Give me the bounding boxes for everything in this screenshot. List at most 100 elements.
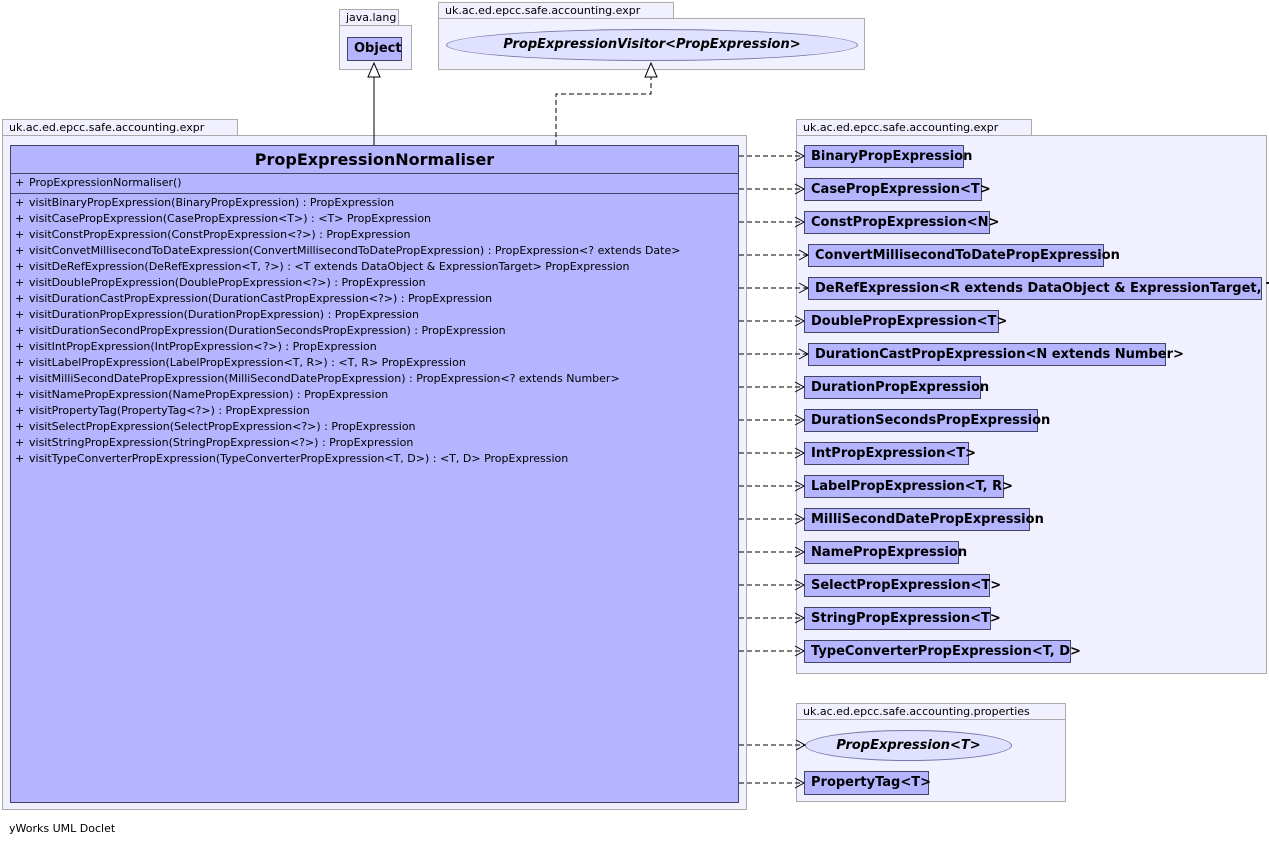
method-signature: visitConstPropExpression(ConstPropExpres… xyxy=(29,228,411,241)
dependency-class[interactable]: TypeConverterPropExpression<T, D> xyxy=(804,640,1081,663)
package-tab-properties: uk.ac.ed.epcc.safe.accounting.properties xyxy=(796,703,1066,720)
dependency-arrow-arrowhead xyxy=(794,447,806,459)
dependency-class[interactable]: IntPropExpression<T> xyxy=(804,442,976,465)
dependency-class[interactable]: NamePropExpression xyxy=(804,541,967,564)
method-signature: visitStringPropExpression(StringPropExpr… xyxy=(29,436,414,449)
visibility-marker: + xyxy=(15,276,25,289)
class-property-tag[interactable]: PropertyTag<T> xyxy=(804,771,931,795)
footer-credit: yWorks UML Doclet xyxy=(9,822,116,835)
dependency-arrow-arrowhead xyxy=(794,216,806,228)
package-tab-java-lang: java.lang xyxy=(339,9,399,26)
dependency-class[interactable]: SelectPropExpression<T> xyxy=(804,574,1001,597)
method-item: +visitMilliSecondDatePropExpression(Mill… xyxy=(15,371,738,387)
visibility-marker: + xyxy=(15,452,25,465)
interface-prop-expression-visitor[interactable]: PropExpressionVisitor<PropExpression> xyxy=(446,29,858,61)
visibility-marker: + xyxy=(15,212,25,225)
dependency-class[interactable]: DurationPropExpression xyxy=(804,376,989,399)
dependency-arrow-arrowhead xyxy=(798,249,810,261)
constructor-signature: PropExpressionNormaliser() xyxy=(29,176,182,189)
dependency-class[interactable]: LabelPropExpression<T, R> xyxy=(804,475,1013,498)
package-tab-expr: uk.ac.ed.epcc.safe.accounting.expr xyxy=(796,119,1032,136)
dependency-arrow-arrowhead xyxy=(794,546,806,558)
method-signature: visitIntPropExpression(IntPropExpression… xyxy=(29,340,377,353)
package-tab-visitor: uk.ac.ed.epcc.safe.accounting.expr xyxy=(438,2,674,19)
dependency-arrow-arrowhead xyxy=(798,282,810,294)
method-signature: visitTypeConverterPropExpression(TypeCon… xyxy=(29,452,569,465)
visibility-marker: + xyxy=(15,436,25,449)
method-signature: visitSelectPropExpression(SelectPropExpr… xyxy=(29,420,416,433)
dependency-arrow-arrowhead xyxy=(794,480,806,492)
method-item: + visitDurationSecondPropExpression(Durat… xyxy=(15,323,738,339)
method-item: + visitCasePropExpression(CasePropExpress… xyxy=(15,211,738,227)
dependency-arrow-arrowhead xyxy=(794,645,806,657)
method-signature: visitDeRefExpression(DeRefExpression<T, … xyxy=(29,260,630,273)
visibility-marker: + xyxy=(15,228,25,241)
dependency-arrow-arrowhead xyxy=(794,183,806,195)
dependency-class[interactable]: ConstPropExpression<N> xyxy=(804,211,999,234)
visibility-marker: + xyxy=(15,260,25,273)
dependency-class[interactable]: DurationCastPropExpression<N extends Num… xyxy=(808,343,1184,366)
dependency-class[interactable]: CasePropExpression<T> xyxy=(804,178,991,201)
constructor-item: + PropExpressionNormaliser() xyxy=(15,175,738,191)
method-signature: visitDurationCastPropExpression(Duration… xyxy=(29,292,493,305)
dependency-arrow-arrowhead xyxy=(794,150,806,162)
method-item: + visitDurationCastPropExpression(Duratio… xyxy=(15,291,738,307)
dependency-arrows xyxy=(739,150,810,789)
interface-prop-expression[interactable]: PropExpression<T> xyxy=(805,730,1012,761)
dependency-class[interactable]: ConvertMillisecondToDatePropExpression xyxy=(808,244,1120,267)
dependency-class[interactable]: DeRefExpression<R extends DataObject & E… xyxy=(808,277,1269,300)
class-prop-expression-normaliser[interactable]: PropExpressionNormaliser + PropExpression… xyxy=(10,145,739,803)
class-title: PropExpressionNormaliser xyxy=(11,146,738,174)
extends-arrowhead xyxy=(367,61,381,78)
method-signature: visitLabelPropExpression(LabelPropExpres… xyxy=(29,356,466,369)
class-object[interactable]: Object xyxy=(347,37,402,61)
method-item: + visitNamePropExpression(NamePropExpress… xyxy=(15,387,738,403)
method-signature: visitDurationPropExpression(DurationProp… xyxy=(29,308,419,321)
visibility-marker: + xyxy=(15,244,25,257)
dependency-arrow-arrowhead xyxy=(794,777,806,789)
dependency-class[interactable]: DoublePropExpression<T> xyxy=(804,310,1007,333)
visibility-marker: + xyxy=(15,388,25,401)
implements-arrowhead xyxy=(644,61,658,78)
method-signature: visitConvetMillisecondToDateExpression(C… xyxy=(29,244,681,257)
visibility-marker: + xyxy=(15,420,25,433)
method-item: + visitPropertyTag(PropertyTag<?>) : Prop… xyxy=(15,403,738,419)
package-tab-main: uk.ac.ed.epcc.safe.accounting.expr xyxy=(2,119,238,136)
constructor-list: + PropExpressionNormaliser() xyxy=(11,174,738,194)
method-item: + visitConvetMillisecondToDateExpression(… xyxy=(15,243,738,259)
visibility-marker: + xyxy=(15,324,25,337)
dependency-arrow-arrowhead xyxy=(794,414,806,426)
dependency-class[interactable]: BinaryPropExpression xyxy=(804,145,972,168)
method-item: + visitDoublePropExpression(DoublePropExp… xyxy=(15,275,738,291)
visibility-marker: + xyxy=(15,404,25,417)
method-item: +visitIntPropExpression(IntPropExpressio… xyxy=(15,339,738,355)
dependency-arrow-arrowhead xyxy=(795,739,807,751)
visibility-marker: + xyxy=(15,308,25,321)
method-signature: visitBinaryPropExpression(BinaryPropExpr… xyxy=(29,196,395,209)
visibility-marker: + xyxy=(15,176,25,189)
method-signature: visitDoublePropExpression(DoublePropExpr… xyxy=(29,276,426,289)
method-signature: visitPropertyTag(PropertyTag<?>) : PropE… xyxy=(29,404,310,417)
dependency-arrow-arrowhead xyxy=(794,381,806,393)
dependency-class[interactable]: StringPropExpression<T> xyxy=(804,607,1001,630)
method-item: + visitLabelPropExpression(LabelPropExpre… xyxy=(15,355,738,371)
dependency-class[interactable]: DurationSecondsPropExpression xyxy=(804,409,1050,432)
dependency-class[interactable]: MilliSecondDatePropExpression xyxy=(804,508,1044,531)
method-signature: visitCasePropExpression(CasePropExpressi… xyxy=(29,212,432,225)
dependency-arrow-arrowhead xyxy=(794,579,806,591)
visibility-marker: + xyxy=(15,292,25,305)
method-list: + visitBinaryPropExpression(BinaryPropExp… xyxy=(11,194,738,469)
method-signature: visitNamePropExpression(NamePropExpressi… xyxy=(29,388,389,401)
implements-line xyxy=(555,77,652,145)
visibility-marker: + xyxy=(15,356,25,369)
dependency-arrow-arrowhead xyxy=(794,513,806,525)
method-item: + visitTypeConverterPropExpression(TypeCo… xyxy=(15,451,738,467)
method-item: + visitBinaryPropExpression(BinaryPropExp… xyxy=(15,195,738,211)
method-item: + visitStringPropExpression(StringPropExp… xyxy=(15,435,738,451)
method-item: + visitConstPropExpression(ConstPropExpre… xyxy=(15,227,738,243)
dependency-arrow-arrowhead xyxy=(794,612,806,624)
method-item: + visitSelectPropExpression(SelectPropExp… xyxy=(15,419,738,435)
visibility-marker: + xyxy=(15,196,25,209)
method-signature: visitDurationSecondPropExpression(Durati… xyxy=(29,324,506,337)
